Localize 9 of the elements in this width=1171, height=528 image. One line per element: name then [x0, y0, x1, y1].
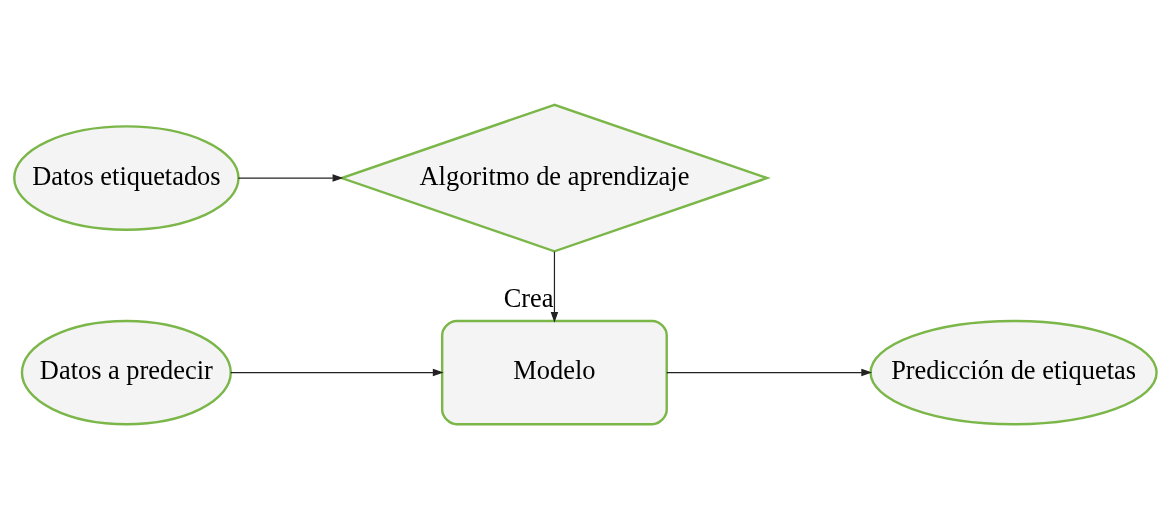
node-ellipse: Datos etiquetados — [13, 124, 240, 231]
node-ellipse: Datos a predecir — [20, 319, 232, 425]
edge-label: Crea — [503, 282, 554, 313]
node-box: Modelo — [441, 319, 668, 425]
arrow — [550, 250, 559, 323]
arrow — [230, 368, 444, 376]
node-ellipse: Predicción de etiquetas — [869, 319, 1158, 425]
arrow — [666, 368, 873, 376]
arrow — [237, 173, 344, 182]
